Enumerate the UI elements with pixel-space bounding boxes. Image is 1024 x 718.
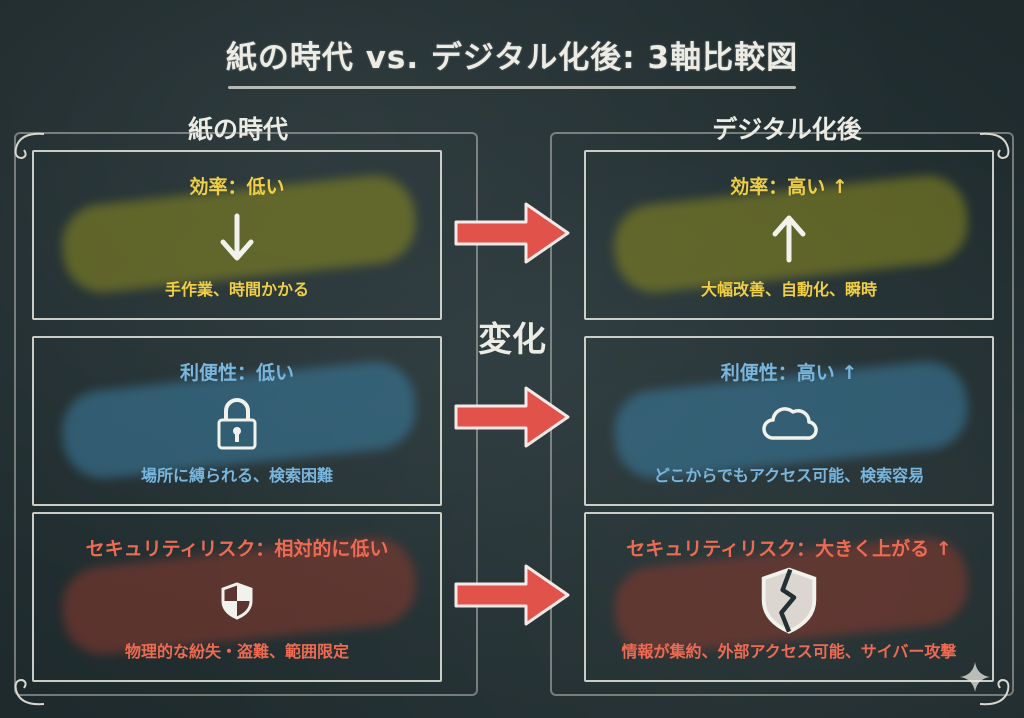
efficiency-desc-digital: 大幅改善、自動化、瞬時 (700, 280, 877, 299)
convenience-desc-digital: どこからでもアクセス可能、検索容易 (653, 466, 925, 485)
convenience-label-digital: 利便性：高い ↑ (720, 362, 858, 384)
convenience-desc-paper: 場所に縛られる、検索困難 (140, 466, 333, 485)
corner-flourish-icon (14, 678, 45, 706)
change-arrow-efficiency (454, 202, 570, 264)
column-heading-paper: 紙の時代 (187, 115, 288, 144)
corner-flourish-icon (979, 132, 1010, 160)
security-label-paper: セキュリティリスク：相対的に低い (85, 538, 389, 560)
box-efficiency-paper: 効率：低い 手作業、時間かかる (32, 150, 442, 320)
change-arrow-convenience (454, 386, 570, 448)
box-convenience-paper: 利便性：低い 場所に縛られる、検索困難 (32, 336, 442, 506)
convenience-label-paper: 利便性：低い (179, 362, 294, 384)
column-heading-digital: デジタル化後 (712, 115, 862, 144)
padlock-icon (217, 398, 257, 450)
security-desc-paper: 物理的な紛失・盗難、範囲限定 (124, 642, 349, 661)
security-label-digital: セキュリティリスク：大きく上がる ↑ (626, 538, 952, 560)
box-convenience-digital: 利便性：高い ↑ どこからでもアクセス可能、検索容易 (584, 336, 994, 506)
cloud-icon (762, 407, 818, 440)
arrow-down-icon (220, 213, 254, 261)
efficiency-desc-paper: 手作業、時間かかる (164, 280, 309, 299)
box-security-digital: セキュリティリスク：大きく上がる ↑ 情報が集約、外部アクセス可能、サイバー攻撃 (584, 512, 994, 682)
corner-flourish-icon (979, 678, 1010, 706)
efficiency-label-paper: 効率：低い (189, 176, 285, 198)
box-security-paper: セキュリティリスク：相対的に低い 物理的な紛失・盗難、範囲限定 (32, 512, 442, 682)
broken-shield-icon (761, 567, 817, 634)
corner-flourish-icon (14, 132, 45, 160)
shield-icon (221, 582, 253, 620)
change-label: 変化 (478, 320, 546, 360)
change-arrow-security (454, 564, 570, 626)
security-desc-digital: 情報が集約、外部アクセス可能、サイバー攻撃 (621, 642, 957, 661)
diagram-title: 紙の時代 vs. デジタル化後: 3軸比較図 (225, 40, 799, 76)
box-efficiency-digital: 効率：高い ↑ 大幅改善、自動化、瞬時 (584, 150, 994, 320)
sparkle-icon (960, 662, 990, 692)
arrow-up-icon (772, 215, 806, 263)
efficiency-label-digital: 効率：高い ↑ (730, 176, 848, 198)
title-underline (228, 86, 796, 89)
